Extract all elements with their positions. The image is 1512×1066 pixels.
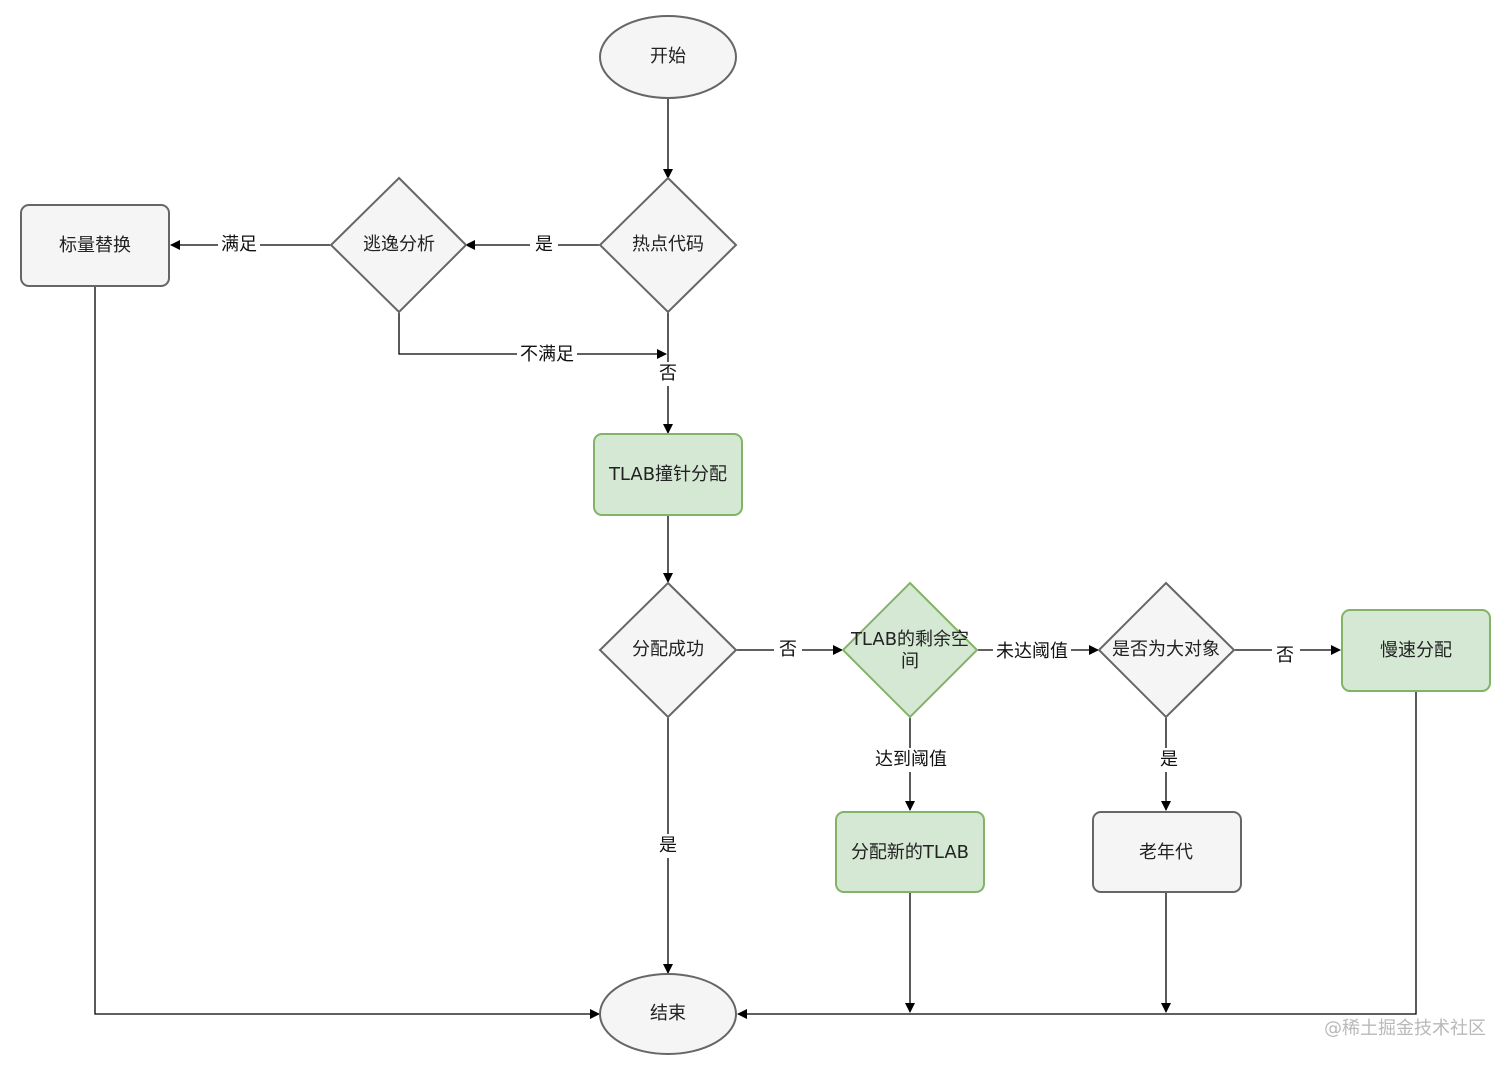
old-gen-node <box>1092 811 1242 893</box>
end-node <box>599 973 737 1055</box>
tlab-space-label-line1: TLAB的剩余空 <box>850 629 969 650</box>
edge-label-success-no: 否 <box>779 639 797 660</box>
tlab-space-node <box>841 581 979 719</box>
start-node <box>599 15 737 99</box>
edge-label-escape-satisfy: 满足 <box>221 234 257 255</box>
edge-label-hot-no: 否 <box>659 363 677 384</box>
tlab-bump-node <box>593 433 743 516</box>
old-gen-label: 老年代 <box>1139 842 1193 863</box>
edge-label-below-threshold: 未达阈值 <box>996 641 1068 662</box>
tlab-space-label-line2: 间 <box>901 651 919 672</box>
edge-label-reach-threshold: 达到阈值 <box>875 749 947 770</box>
alloc-success-label: 分配成功 <box>632 639 704 660</box>
hot-code-node <box>598 176 738 314</box>
edge-label-success-yes: 是 <box>659 835 677 856</box>
start-label: 开始 <box>650 46 686 67</box>
scalar-replace-label: 标量替换 <box>59 235 131 256</box>
escape-analysis-node <box>329 176 468 314</box>
hot-code-label: 热点代码 <box>632 234 704 255</box>
is-large-label: 是否为大对象 <box>1112 639 1220 660</box>
edge-label-large-no: 否 <box>1276 645 1294 666</box>
tlab-bump-label: TLAB撞针分配 <box>608 464 727 485</box>
end-label: 结束 <box>650 1003 686 1024</box>
slow-alloc-node <box>1341 609 1491 692</box>
new-tlab-node <box>835 811 985 893</box>
edge-label-large-yes: 是 <box>1160 749 1178 770</box>
alloc-success-node <box>598 581 738 719</box>
new-tlab-label: 分配新的TLAB <box>851 842 969 863</box>
edge-scalar-to-end <box>94 287 600 1019</box>
edge-slow-to-end <box>737 692 1417 1019</box>
escape-analysis-label: 逃逸分析 <box>363 234 435 255</box>
slow-alloc-label: 慢速分配 <box>1380 640 1452 661</box>
scalar-replace-node <box>20 204 170 287</box>
edge-label-escape-not-satisfy: 不满足 <box>520 344 574 365</box>
watermark: @稀土掘金技术社区 <box>1324 1018 1486 1039</box>
edge-label-hot-yes: 是 <box>535 234 553 255</box>
is-large-node <box>1097 581 1236 719</box>
